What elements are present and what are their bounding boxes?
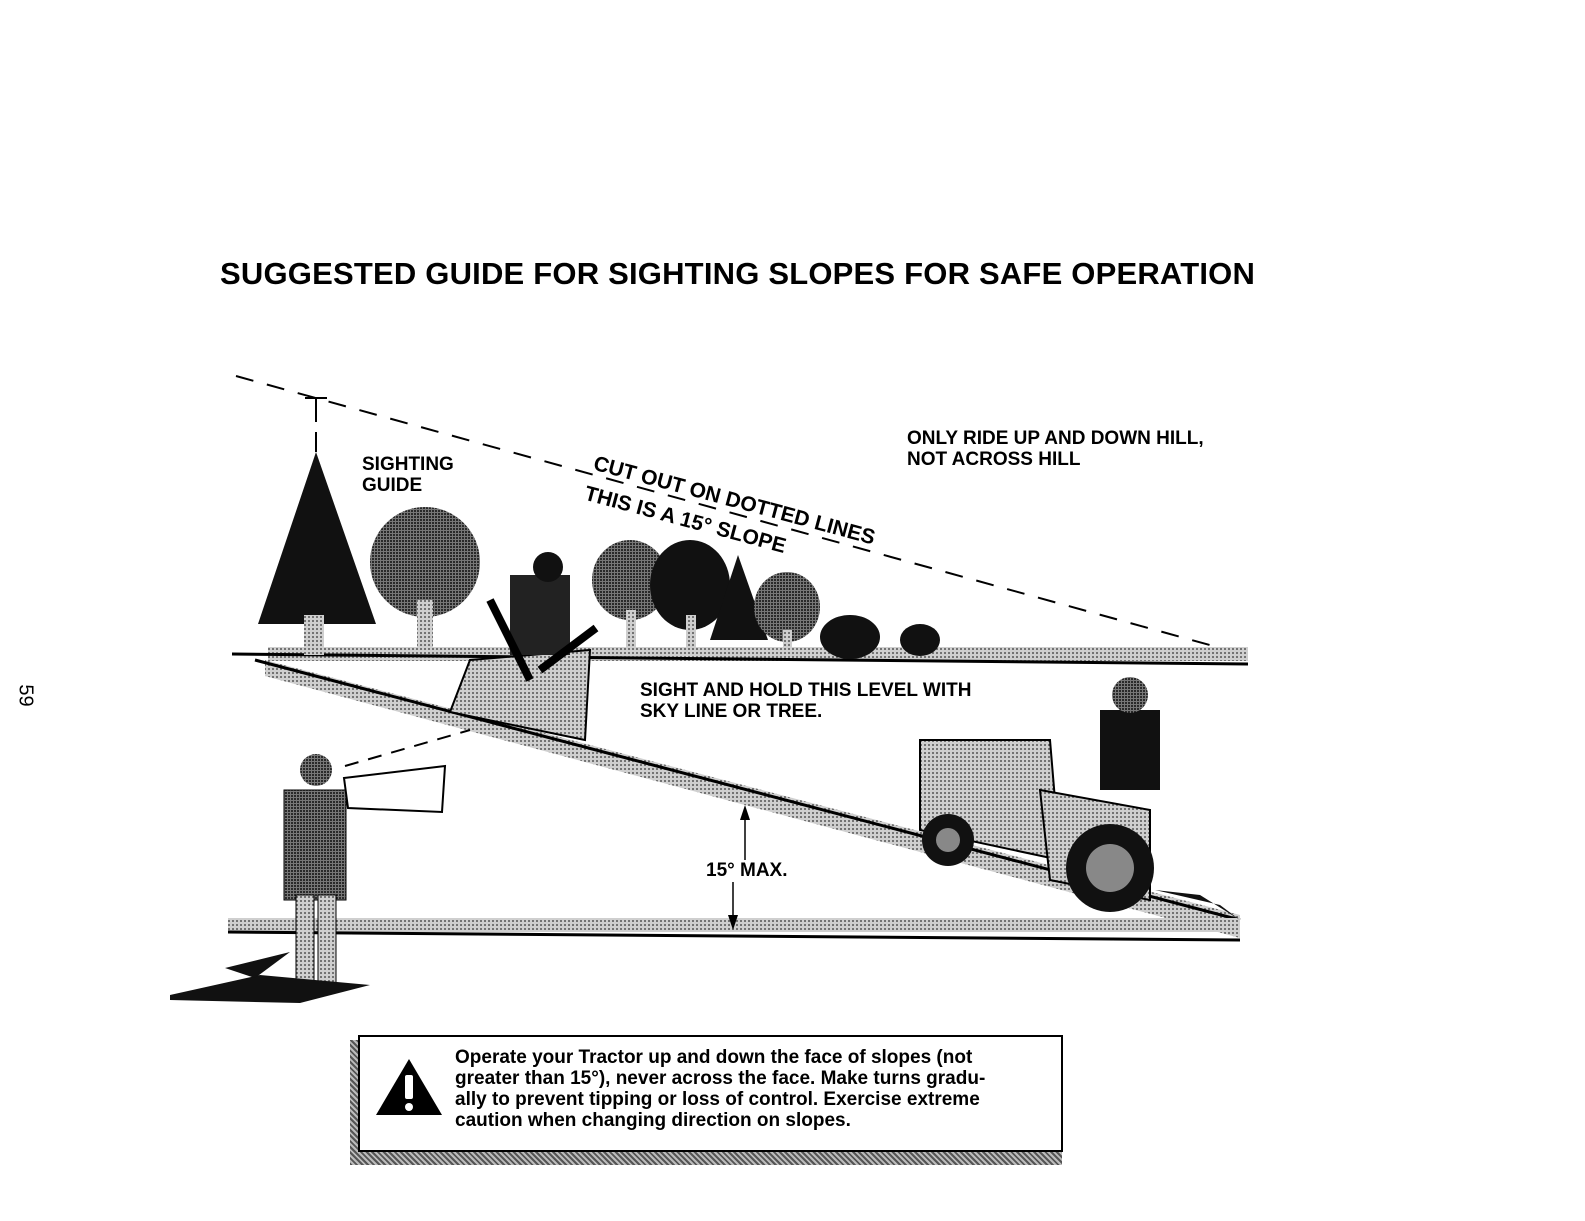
warning-triangle-icon xyxy=(376,1059,442,1115)
sighting-guide-label: SIGHTING GUIDE xyxy=(362,454,454,496)
deciduous-tree xyxy=(370,507,480,652)
horizon-ground xyxy=(231,647,1249,666)
angle-label: 15° MAX. xyxy=(706,860,788,881)
riding-tractor xyxy=(919,677,1240,920)
page-title: SUGGESTED GUIDE FOR SIGHTING SLOPES FOR … xyxy=(220,256,1256,291)
ride-instruction: ONLY RIDE UP AND DOWN HILL, NOT ACROSS H… xyxy=(907,428,1204,470)
tree-group xyxy=(592,540,940,659)
sight-line xyxy=(235,375,1236,653)
sight-instruction: SIGHT AND HOLD THIS LEVEL WITH SKY LINE … xyxy=(640,680,972,722)
tractor-on-slope xyxy=(448,552,599,742)
warning-text: Operate your Tractor up and down the fac… xyxy=(455,1047,986,1131)
pine-tree xyxy=(258,452,376,655)
person-sighting xyxy=(170,729,471,1003)
warning-box: Operate your Tractor up and down the fac… xyxy=(358,1035,1063,1152)
